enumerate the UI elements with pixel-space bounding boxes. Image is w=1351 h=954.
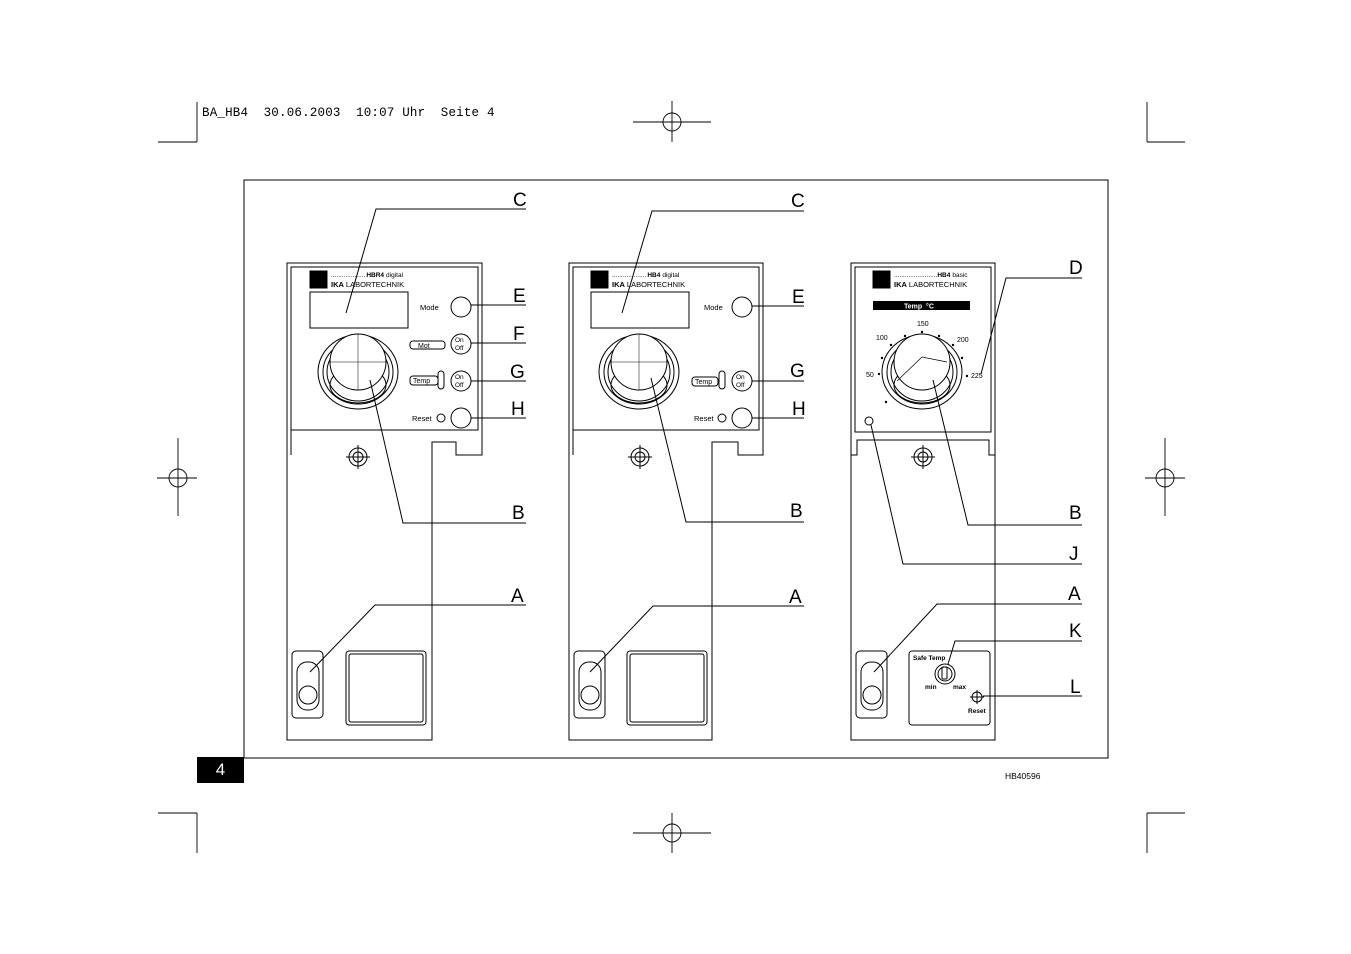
mode-label: Mode <box>704 303 723 312</box>
mode-label: Mode <box>420 303 439 312</box>
callout-e: E <box>513 286 526 307</box>
callout-g: G <box>510 362 525 383</box>
power-switch[interactable] <box>573 650 606 719</box>
callout-b: B <box>790 501 803 522</box>
figure-code: HB40596 <box>1005 771 1041 781</box>
registration-marks <box>157 101 1185 853</box>
temperature-dial-scale: 100 150 200 50 225 <box>866 321 983 404</box>
reset-label: Reset <box>694 414 715 423</box>
callout-b: B <box>512 503 525 524</box>
safe-temp-label: Safe Temp <box>913 655 945 662</box>
temp-bar-label: Temp °C <box>904 303 934 311</box>
scale-225: 225 <box>971 373 983 380</box>
callout-e: E <box>792 287 805 308</box>
ika-logo <box>590 270 609 289</box>
temp-label: Temp <box>413 378 430 385</box>
min-label: min <box>925 684 937 691</box>
figure-frame <box>243 179 1109 759</box>
reset-label: Reset <box>968 708 987 715</box>
callout-g: G <box>790 361 805 382</box>
reset-led <box>436 413 446 423</box>
mot-label: Mot <box>418 343 430 350</box>
print-header: BA_HB4 30.06.2003 10:07 Uhr Seite 4 <box>202 106 495 120</box>
power-switch[interactable] <box>855 650 888 719</box>
max-label: max <box>953 684 966 691</box>
callout-c: C <box>791 191 805 212</box>
reset-button[interactable] <box>450 407 472 429</box>
callout-c: C <box>513 190 527 211</box>
mot-indicator <box>409 340 446 350</box>
motor-on-off-button[interactable] <box>450 333 472 355</box>
callout-a: A <box>1068 584 1081 605</box>
temp-led <box>718 370 726 390</box>
display-window <box>590 291 690 329</box>
reset-label: Reset <box>412 414 433 423</box>
blank-panel <box>626 650 708 726</box>
scale-100: 100 <box>876 335 888 342</box>
on-label: On <box>736 374 745 381</box>
mode-button[interactable] <box>450 296 472 318</box>
callout-l: L <box>1070 677 1081 698</box>
blank-panel <box>345 650 427 726</box>
scale-200: 200 <box>957 337 969 344</box>
temp-led <box>437 370 445 390</box>
callout-a: A <box>789 587 802 608</box>
temp-scale-bar <box>873 301 970 310</box>
temp-indicator <box>691 376 719 387</box>
safety-panel <box>908 650 991 726</box>
page-number: 4 <box>197 757 244 783</box>
scale-50: 50 <box>866 372 874 379</box>
off-label: Off <box>455 382 464 389</box>
power-switch[interactable] <box>291 650 324 719</box>
on-label: On <box>455 337 464 344</box>
mode-button[interactable] <box>731 296 753 318</box>
reset-button[interactable] <box>731 407 753 429</box>
callout-d: D <box>1069 258 1083 279</box>
display-window <box>309 291 409 329</box>
reset-led <box>717 413 727 423</box>
ika-logo <box>309 270 328 289</box>
off-label: Off <box>736 382 745 389</box>
callout-a: A <box>511 586 524 607</box>
ika-logo <box>872 270 891 289</box>
safe-temp-dial[interactable] <box>934 663 956 685</box>
temp-label: Temp <box>695 379 712 386</box>
callout-f: F <box>513 324 525 345</box>
callout-h: H <box>511 399 525 420</box>
off-label: Off <box>455 345 464 352</box>
on-label: On <box>455 374 464 381</box>
callout-h: H <box>792 399 806 420</box>
callout-j: J <box>1069 544 1079 565</box>
crop-marks <box>158 102 1185 853</box>
scale-150: 150 <box>917 321 929 328</box>
indicator-led <box>864 416 874 426</box>
callout-b: B <box>1069 503 1082 524</box>
callout-k: K <box>1069 621 1082 642</box>
